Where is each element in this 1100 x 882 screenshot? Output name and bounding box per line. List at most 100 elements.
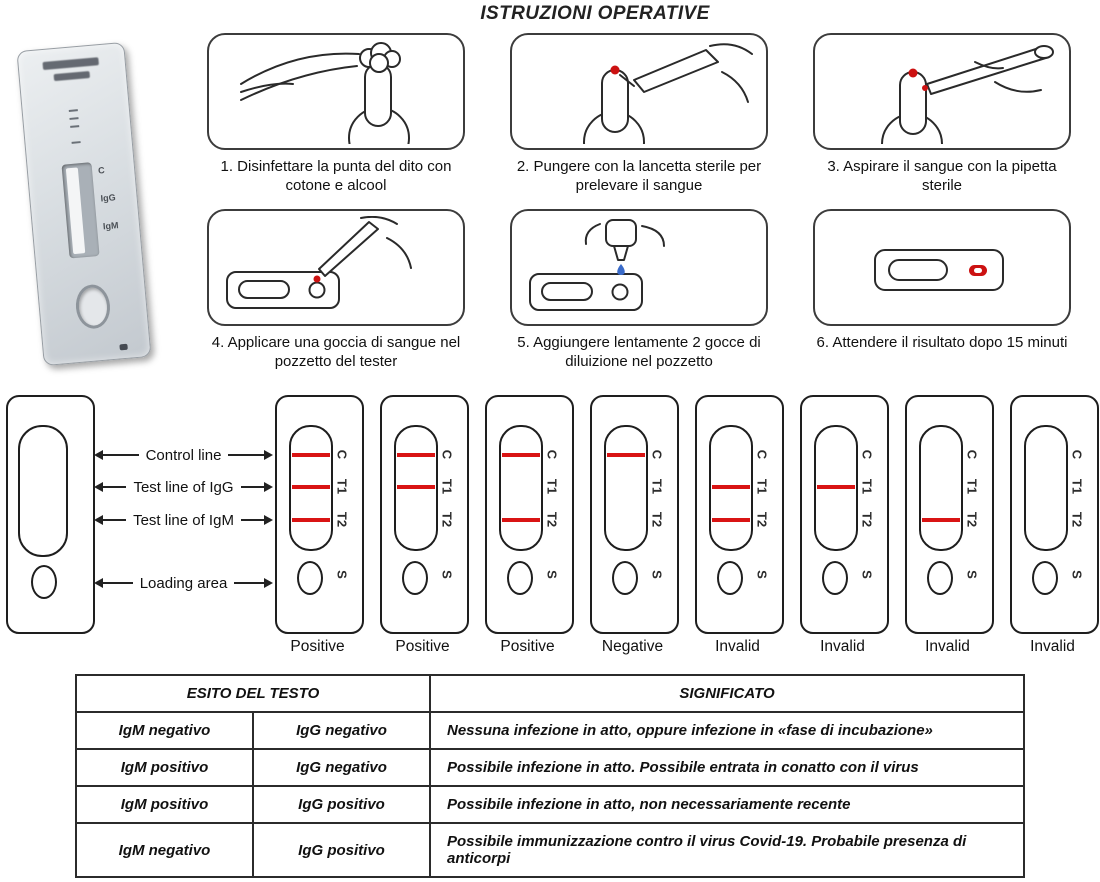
photo-print-smudge bbox=[42, 57, 99, 71]
control-line-mark bbox=[502, 453, 540, 457]
igg-line-mark bbox=[817, 485, 855, 489]
mark-s: S bbox=[754, 570, 770, 579]
sample-well bbox=[297, 561, 323, 595]
mark-t2: T2 bbox=[544, 511, 560, 528]
label-control-line: Control line bbox=[94, 446, 273, 464]
mark-t1: T1 bbox=[334, 478, 350, 495]
photo-result-strip bbox=[65, 167, 86, 255]
blood-drop-icon bbox=[908, 68, 918, 77]
mark-t2: T2 bbox=[859, 511, 875, 528]
mark-c: C bbox=[649, 449, 665, 460]
step-4-caption: 4. Applicare una goccia di sangue nel po… bbox=[211, 334, 461, 371]
step-6: 6. Attendere il risultato dopo 15 minuti bbox=[813, 209, 1071, 375]
test-line-igg-text: Test line of IgG bbox=[133, 478, 234, 496]
step-1-box bbox=[207, 33, 465, 150]
mark-t2: T2 bbox=[649, 511, 665, 528]
diagram-cassette-well bbox=[31, 565, 57, 599]
result-cassette: C T1 T2 S bbox=[695, 395, 784, 634]
control-line-mark bbox=[397, 453, 435, 457]
significato-cell: Possibile infezione in atto. Possibile e… bbox=[429, 748, 1025, 787]
igg-line-mark bbox=[712, 485, 750, 489]
mark-t1: T1 bbox=[649, 478, 665, 495]
add-diluent-illustration bbox=[529, 218, 665, 311]
step-5-box bbox=[510, 209, 768, 326]
arrow-right-icon bbox=[240, 481, 273, 493]
step-3-caption: 3. Aspirare il sangue con la pipetta ste… bbox=[827, 158, 1057, 195]
mark-t2: T2 bbox=[334, 511, 350, 528]
sample-well bbox=[612, 561, 638, 595]
result-label: Positive bbox=[290, 638, 345, 655]
result-label: Positive bbox=[500, 638, 555, 655]
result-cassette: C T1 T2 S bbox=[275, 395, 364, 634]
step-4-box bbox=[207, 209, 465, 326]
arrow-left-icon bbox=[94, 577, 133, 589]
result-window bbox=[499, 425, 543, 551]
diagram-cassette-window bbox=[18, 425, 68, 557]
header-significato: SIGNIFICATO bbox=[429, 674, 1025, 713]
photo-tick bbox=[69, 117, 79, 120]
mark-t1: T1 bbox=[544, 478, 560, 495]
apply-blood-drop-illustration bbox=[226, 215, 412, 309]
result-cassette: C T1 T2 S bbox=[1010, 395, 1099, 634]
control-line-text: Control line bbox=[145, 446, 222, 464]
label-test-line-igg: Test line of IgG bbox=[94, 478, 273, 496]
result-label: Invalid bbox=[820, 638, 865, 655]
igg-line-mark bbox=[292, 485, 330, 489]
significato-cell: Possibile immunizzazione contro il virus… bbox=[429, 822, 1025, 878]
igm-cell: IgM positivo bbox=[75, 785, 254, 824]
step-2-box bbox=[510, 33, 768, 150]
result-window bbox=[289, 425, 333, 551]
photo-print-smudge bbox=[53, 71, 91, 82]
label-test-line-igm: Test line of IgM bbox=[94, 511, 273, 529]
igm-cell: IgM positivo bbox=[75, 748, 254, 787]
control-line-mark bbox=[292, 453, 330, 457]
diagram-cassette bbox=[6, 395, 95, 634]
table-row: IgM positivo IgG negativo Possibile infe… bbox=[75, 748, 1025, 787]
photo-tick bbox=[71, 141, 81, 144]
step-1-caption: 1. Disinfettare la punta del dito con co… bbox=[220, 158, 452, 195]
mark-s: S bbox=[859, 570, 875, 579]
mark-t1: T1 bbox=[754, 478, 770, 495]
pipette-aspirate-illustration bbox=[881, 44, 1054, 144]
igm-line-mark bbox=[292, 518, 330, 522]
step-5: 5. Aggiungere lentamente 2 gocce di dilu… bbox=[510, 209, 768, 375]
step-4: 4. Applicare una goccia di sangue nel po… bbox=[207, 209, 465, 375]
significato-cell: Nessuna infezione in atto, oppure infezi… bbox=[429, 711, 1025, 750]
arrow-right-icon bbox=[234, 577, 273, 589]
blood-drop-icon bbox=[610, 65, 620, 74]
photo-tick bbox=[70, 125, 80, 128]
photo-sample-well bbox=[74, 283, 112, 331]
mark-s: S bbox=[964, 570, 980, 579]
pipette-icon bbox=[926, 46, 1050, 95]
igg-cell: IgG positivo bbox=[252, 822, 431, 878]
result-cassette: C T1 T2 S bbox=[800, 395, 889, 634]
diluent-drop-icon bbox=[617, 263, 625, 275]
lancet-icon bbox=[633, 48, 719, 93]
header-esito: ESITO DEL TESTO bbox=[75, 674, 431, 713]
igm-line-mark bbox=[712, 518, 750, 522]
mark-c: C bbox=[754, 449, 770, 460]
arrow-right-icon bbox=[228, 449, 273, 461]
result-window bbox=[919, 425, 963, 551]
results-table: ESITO DEL TESTO SIGNIFICATO IgM negativo… bbox=[75, 674, 1025, 878]
cotton-icon bbox=[359, 41, 401, 73]
blood-drop-icon bbox=[313, 275, 321, 282]
igm-line-mark bbox=[502, 518, 540, 522]
result-window bbox=[604, 425, 648, 551]
sample-well bbox=[507, 561, 533, 595]
significato-cell: Possibile infezione in atto, non necessa… bbox=[429, 785, 1025, 824]
arrow-left-icon bbox=[94, 481, 127, 493]
mark-c: C bbox=[859, 449, 875, 460]
mark-c: C bbox=[964, 449, 980, 460]
step-3: 3. Aspirare il sangue con la pipetta ste… bbox=[813, 33, 1071, 199]
mark-s: S bbox=[649, 570, 665, 579]
sample-well bbox=[717, 561, 743, 595]
igm-cell: IgM negativo bbox=[75, 822, 254, 878]
control-line-mark bbox=[607, 453, 645, 457]
mark-s: S bbox=[544, 570, 560, 579]
igg-cell: IgG negativo bbox=[252, 711, 431, 750]
page-title: ISTRUZIONI OPERATIVE bbox=[480, 3, 710, 24]
mark-s: S bbox=[1069, 570, 1085, 579]
step-3-box bbox=[813, 33, 1071, 150]
step-6-box bbox=[813, 209, 1071, 326]
